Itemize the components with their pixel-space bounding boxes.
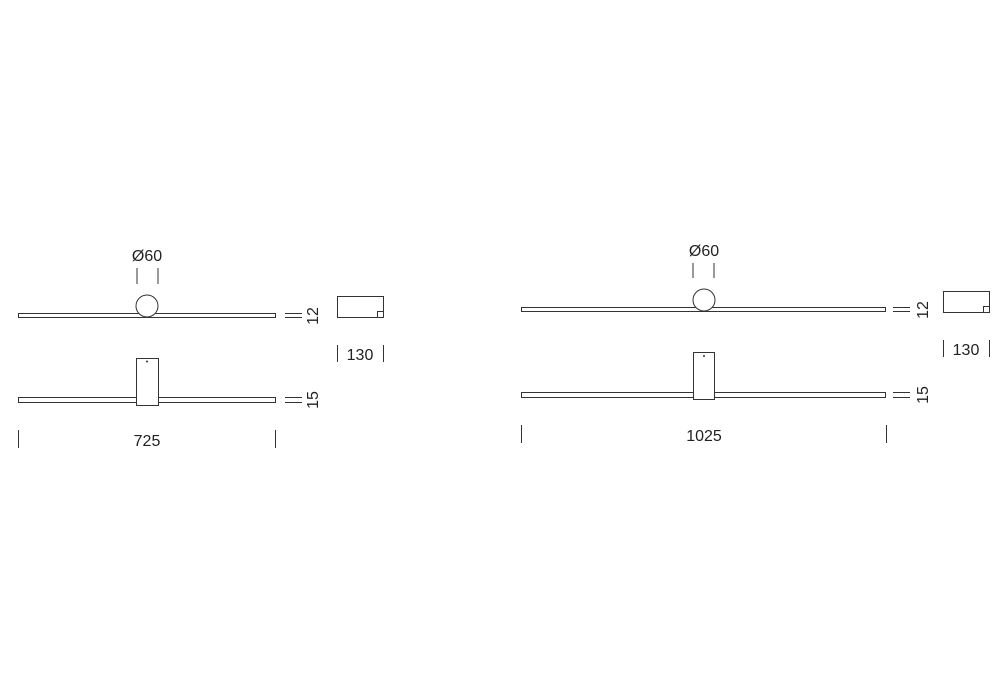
bracket-dot bbox=[146, 360, 148, 363]
length-label: 725 bbox=[134, 433, 161, 450]
side-view-corner bbox=[377, 311, 384, 318]
drawing-1025: Ø60 12 130 15 1025 bbox=[521, 243, 990, 445]
front-view-bracket bbox=[693, 352, 715, 400]
top-height-label: 12 bbox=[305, 307, 322, 325]
top-view-disc bbox=[135, 294, 159, 318]
top-height-label: 12 bbox=[915, 301, 932, 319]
diameter-label: Ø60 bbox=[132, 248, 162, 265]
bracket-dot bbox=[703, 355, 705, 357]
depth-label: 130 bbox=[953, 342, 980, 359]
side-view-corner bbox=[983, 306, 990, 313]
bottom-height-label: 15 bbox=[915, 386, 932, 404]
drawing-725: Ø60 12 130 15 725 bbox=[18, 248, 384, 450]
top-view-disc bbox=[692, 288, 716, 312]
front-view-bracket bbox=[136, 358, 159, 406]
depth-label: 130 bbox=[347, 347, 374, 364]
diameter-label: Ø60 bbox=[689, 243, 719, 260]
bottom-height-label: 15 bbox=[305, 391, 322, 409]
length-label: 1025 bbox=[686, 428, 722, 445]
side-view-box bbox=[943, 291, 990, 313]
side-view-box bbox=[337, 296, 384, 318]
